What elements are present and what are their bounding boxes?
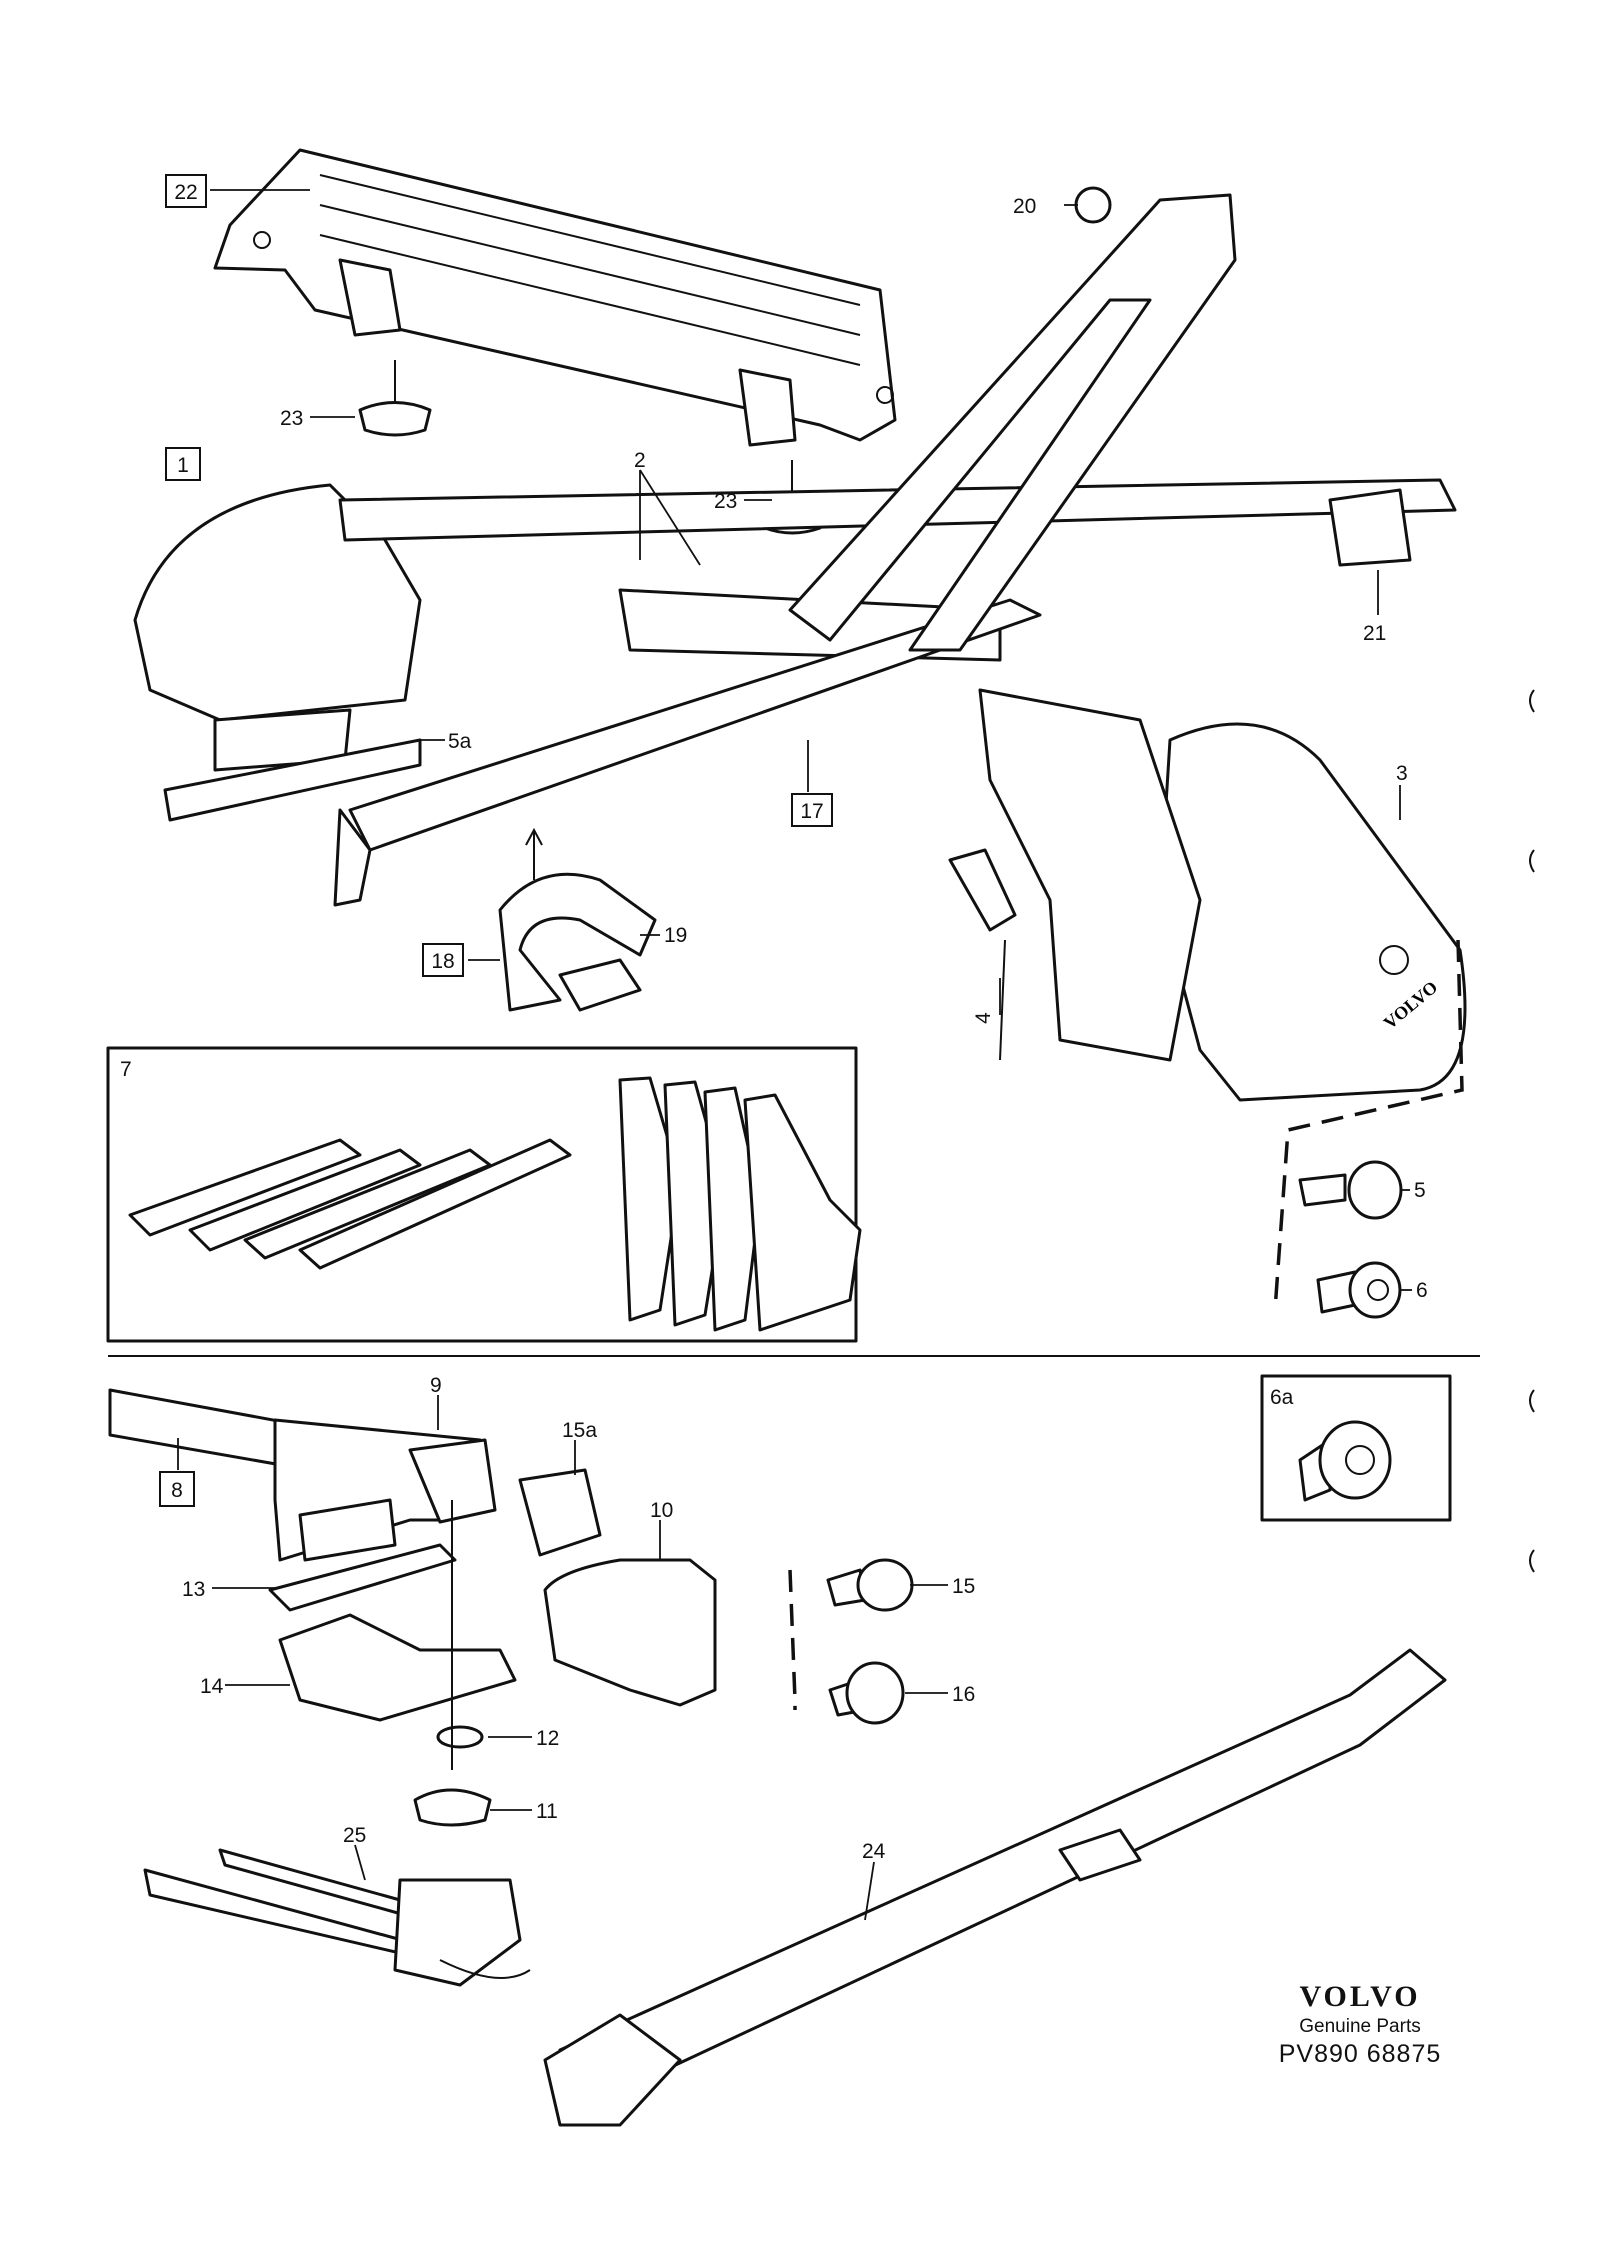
bike-fork-arm bbox=[788, 186, 1237, 652]
foot-9 bbox=[273, 1418, 497, 1562]
margin-marks bbox=[1529, 689, 1535, 1573]
svg-text:22: 22 bbox=[174, 181, 197, 204]
end-cap-5 bbox=[1298, 1160, 1403, 1220]
pads-brackets-kit bbox=[106, 1046, 862, 1343]
svg-text:18: 18 bbox=[431, 950, 454, 973]
label-9: 9 bbox=[430, 1374, 442, 1397]
callout-18: 18 bbox=[422, 943, 464, 977]
brand-tagline: Genuine Parts bbox=[1299, 2016, 1421, 2037]
dashed-connector-5-6 bbox=[1273, 939, 1464, 1311]
tyre-clamp bbox=[498, 827, 657, 1012]
label-21: 21 bbox=[1363, 622, 1386, 645]
wheel-rail-24 bbox=[543, 1648, 1447, 2127]
label-20: 20 bbox=[1013, 195, 1036, 218]
load-bar-assembly bbox=[133, 478, 1467, 1102]
svg-text:1: 1 bbox=[177, 454, 189, 477]
label-11: 11 bbox=[536, 1800, 558, 1823]
washer-12 bbox=[436, 1725, 484, 1749]
wing-knob-left bbox=[358, 360, 432, 437]
label-13: 13 bbox=[182, 1578, 205, 1601]
label-15a: 15a bbox=[562, 1419, 597, 1442]
label-19: 19 bbox=[664, 924, 687, 947]
lock-cylinder-6 bbox=[1316, 1261, 1402, 1319]
callout-17: 17 bbox=[791, 793, 833, 827]
knob-11 bbox=[413, 1500, 492, 1827]
bracket-14 bbox=[278, 1613, 517, 1722]
label-4: 4 bbox=[972, 1012, 995, 1024]
label-3: 3 bbox=[1396, 762, 1408, 785]
label-23a: 23 bbox=[280, 407, 303, 430]
label-6: 6 bbox=[1416, 1279, 1428, 1302]
lock-16 bbox=[828, 1661, 905, 1725]
callout-1: 1 bbox=[165, 447, 201, 481]
cover-10 bbox=[543, 1558, 717, 1707]
label-2: 2 bbox=[634, 449, 646, 472]
clamp-lever bbox=[948, 848, 1017, 1061]
label-5a: 5a bbox=[448, 730, 472, 753]
brand-block: VOLVO Genuine Parts PV890 68875 bbox=[1250, 1980, 1470, 2069]
label-15: 15 bbox=[952, 1575, 975, 1598]
cover-15a bbox=[518, 1468, 602, 1557]
callout-8: 8 bbox=[159, 1471, 195, 1507]
label-7: 7 bbox=[120, 1058, 132, 1081]
label-5: 5 bbox=[1414, 1179, 1426, 1202]
label-24: 24 bbox=[862, 1840, 886, 1863]
svg-text:8: 8 bbox=[171, 1479, 183, 1502]
label-6a: 6a bbox=[1270, 1386, 1294, 1409]
label-23b: 23 bbox=[714, 490, 737, 513]
plate-13 bbox=[268, 1543, 457, 1612]
label-10: 10 bbox=[650, 1499, 673, 1522]
callout-22: 22 bbox=[165, 174, 207, 208]
label-12: 12 bbox=[536, 1727, 559, 1750]
label-25: 25 bbox=[343, 1824, 366, 1847]
dashed-connector-15-16 bbox=[788, 1569, 797, 1710]
label-16: 16 bbox=[952, 1683, 975, 1706]
diagram-code: PV890 68875 bbox=[1278, 2040, 1442, 2068]
end-cap-15 bbox=[826, 1558, 914, 1612]
box-6a bbox=[1260, 1374, 1452, 1522]
svg-text:17: 17 bbox=[800, 800, 823, 823]
volvo-logo: VOLVO bbox=[1299, 1980, 1421, 2013]
leader-lines bbox=[177, 189, 1412, 1921]
ski-carrier bbox=[213, 148, 897, 447]
label-14: 14 bbox=[200, 1675, 224, 1698]
bike-holder-25 bbox=[143, 1848, 531, 1987]
